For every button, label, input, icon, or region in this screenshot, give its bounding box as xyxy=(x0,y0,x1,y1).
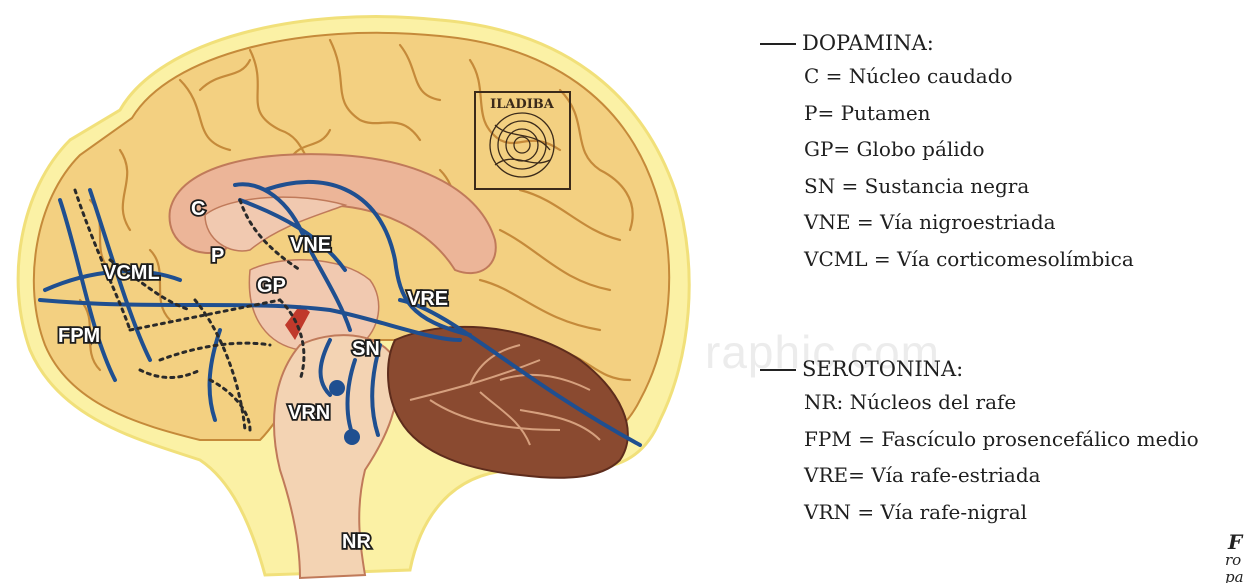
legend-leader-line xyxy=(760,369,796,371)
caption-line: ro xyxy=(1225,552,1255,569)
legend-item: FPM = Fascículo prosencefálico medio xyxy=(760,421,1240,458)
legend-item: P= Putamen xyxy=(760,95,1240,132)
legend-item: VNE = Vía nigroestriada xyxy=(760,204,1240,241)
caption-line: pa xyxy=(1225,569,1255,583)
stamp-text: ILADIBA xyxy=(490,97,555,112)
label-vre: VRE xyxy=(407,288,448,310)
legend-item: SN = Sustancia negra xyxy=(760,168,1240,205)
caption-line: F xyxy=(1228,532,1255,552)
legend-item: NR: Núcleos del rafe xyxy=(760,384,1240,421)
legend-serotonin: SEROTONINA: NR: Núcleos del rafe FPM = F… xyxy=(760,354,1240,530)
legend-item: GP= Globo pálido xyxy=(760,131,1240,168)
label-fpm: FPM xyxy=(58,325,100,347)
legend-item: VCML = Vía corticomesolímbica xyxy=(760,241,1240,278)
legend-heading-serotonin: SEROTONINA: xyxy=(760,354,1240,384)
heading-text: DOPAMINA: xyxy=(802,31,934,55)
figure-caption-fragment: F ro pa xyxy=(1215,532,1255,583)
label-vrn: VRN xyxy=(288,402,330,424)
legend-dopamine: DOPAMINA: C = Núcleo caudado P= Putamen … xyxy=(760,28,1240,277)
legend-item: VRE= Vía rafe-estriada xyxy=(760,457,1240,494)
heading-text: SEROTONINA: xyxy=(802,357,963,381)
label-nr: NR xyxy=(342,531,371,553)
label-p: P xyxy=(211,245,224,267)
legend-leader-line xyxy=(760,43,796,45)
label-c: C xyxy=(191,198,205,220)
legend-item: VRN = Vía rafe-nigral xyxy=(760,494,1240,531)
legend-item: C = Núcleo caudado xyxy=(760,58,1240,95)
label-gp: GP xyxy=(257,275,286,297)
label-sn: SN xyxy=(352,338,380,360)
brain-diagram: ILADIBA xyxy=(0,0,700,583)
label-vcml: VCML xyxy=(103,262,160,284)
legend-heading-dopamine: DOPAMINA: xyxy=(760,28,1240,58)
brain-illustration: ILADIBA xyxy=(0,0,700,583)
label-vne: VNE xyxy=(290,234,331,256)
